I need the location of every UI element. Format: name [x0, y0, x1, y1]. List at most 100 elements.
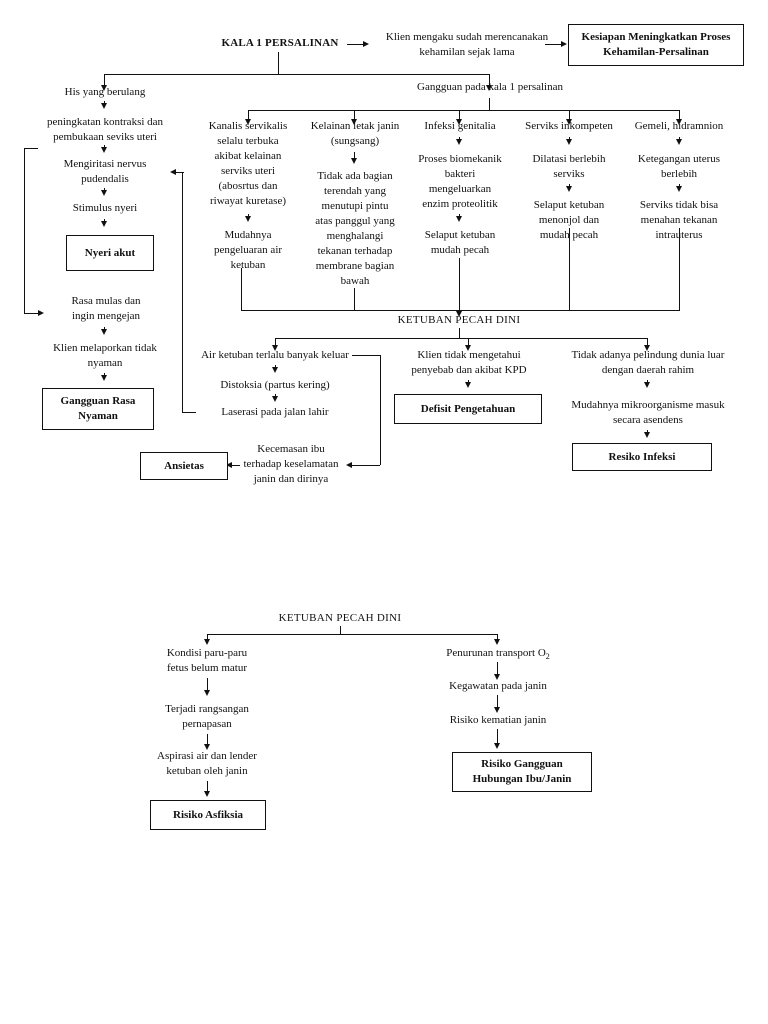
connector-drop-gemeli	[679, 110, 680, 120]
node-mengiritasi-nervus: Mengiritasi nervus pudendalis	[63, 158, 147, 185]
connector-infeksi-to-proses	[459, 137, 460, 141]
diagnosis-resiko-infeksi: Resiko Infeksi	[572, 443, 712, 471]
arrowhead-drop-kanalis	[245, 119, 251, 125]
node-kelainan-letak-janin: Kelainan letak janin (sungsang)	[310, 120, 400, 147]
node-terjadi-rangsangan-pernapasan: Terjadi rangsangan pernapasan	[165, 703, 249, 730]
connector-hook-bottom-air	[352, 465, 380, 466]
connector-mikroorganisme-to-resiko-infeksi	[647, 430, 648, 434]
arrowhead-kondisi-to-rangsangan	[204, 690, 210, 696]
connector-lower-drop-right	[497, 634, 498, 640]
arrowhead-kegawatan-to-risiko-kematian	[494, 707, 500, 713]
connector-peningkatan-to-mengiritasi	[104, 145, 105, 150]
arrowhead-drop-serviks	[566, 119, 572, 125]
node-kondisi-paru-paru: Kondisi paru-paru fetus belum matur	[166, 647, 248, 674]
arrowhead-kpd-drop-pelindung	[644, 345, 650, 351]
connector-mengiritasi-to-stimulus	[104, 188, 105, 193]
node-his-yang-berulang: His yang berulang	[64, 86, 146, 98]
connector-distoksia-to-laserasi	[275, 394, 276, 398]
connector-kelainan-to-tidakada	[354, 152, 355, 160]
connector-his-to-peningkatan	[104, 101, 105, 106]
arrowhead-aspirasi-to-asfiksia	[204, 791, 210, 797]
node-kanalis-servikalis: Kanalis servikalis selalu terbuka akibat…	[208, 120, 288, 207]
connector-stimulus-to-nyeri-akut	[104, 219, 105, 223]
arrow-infeksi-to-proses	[456, 139, 462, 145]
node-serviks-inkompeten: Serviks inkompeten	[525, 120, 613, 132]
arrowhead-bus-to-his	[101, 85, 107, 91]
node-stimulus-nyeri: Stimulus nyeri	[72, 202, 138, 214]
connector-rangsangan-to-aspirasi	[207, 734, 208, 746]
connector-drop-infeksi	[459, 110, 460, 120]
arrow-mikroorganisme-to-resiko-infeksi	[644, 432, 650, 438]
arrowhead-bus-to-gangguan	[486, 85, 492, 91]
node-dilatasi-berlebih-serviks: Dilatasi berlebih serviks	[532, 153, 606, 180]
node-tidak-ada-bagian-terendah: Tidak ada bagian terendah yang menutupi …	[315, 170, 395, 287]
diagnosis-risiko-asfiksia: Risiko Asfiksia	[150, 800, 266, 830]
connector-top-bus	[104, 74, 489, 75]
connector-converge-col5	[679, 228, 680, 310]
connector-risiko-kematian-to-dx	[497, 729, 498, 745]
arrowhead-bracket-to-rasa-mulas	[38, 310, 44, 316]
node-ketuban-pecah-dini-lower: KETUBAN PECAH DINI	[278, 612, 402, 624]
connector-laserasi-to-mengiritasi	[176, 172, 184, 173]
diagnosis-nyeri-akut: Nyeri akut	[66, 235, 154, 271]
node-ketegangan-uterus-berlebih: Ketegangan uterus berlebih	[637, 153, 721, 180]
node-klien-mengaku-merencanakan: Klien mengaku sudah merencanakan kehamil…	[385, 31, 549, 58]
arrowhead-drop-infeksi	[456, 119, 462, 125]
connector-kpd-drop-klien	[468, 338, 469, 346]
arrowhead-lower-drop-left	[204, 639, 210, 645]
arrowhead-kecemasan-to-ansietas	[226, 462, 232, 468]
arrowhead-converge-to-kpd	[456, 311, 462, 317]
diagnosis-ansietas: Ansietas	[140, 452, 228, 480]
connector-bracket-bottom-peningkatan	[24, 313, 40, 314]
node-penurunan-transport-o2: Penurunan transport O2	[446, 647, 550, 662]
connector-bracket-left-peningkatan	[24, 148, 25, 313]
diagnosis-kesiapan-meningkatkan-proses: Kesiapan Meningkatkan Proses Kehamilan-P…	[568, 24, 744, 66]
arrowhead-penurunan-to-kegawatan	[494, 674, 500, 680]
node-kegawatan-pada-janin: Kegawatan pada janin	[449, 680, 547, 692]
arrowhead-hook-to-kecemasan	[346, 462, 352, 468]
connector-hook-top-air	[352, 355, 380, 356]
arrow-gemeli-to-ketegangan	[676, 139, 682, 145]
arrowhead-root-to-assessment	[363, 41, 369, 47]
diagnosis-risiko-gangguan-hubungan: Risiko Gangguan Hubungan Ibu/Janin	[452, 752, 592, 792]
node-infeksi-genitalia: Infeksi genitalia	[424, 120, 496, 132]
connector-lower-drop-left	[207, 634, 208, 640]
node-proses-biomekanik-bakteri: Proses biomekanik bakteri mengeluarkan e…	[418, 153, 502, 210]
arrow-stimulus-to-nyeri-akut	[101, 221, 107, 227]
arrow-mengiritasi-to-stimulus	[101, 190, 107, 196]
connector-lower-stem	[340, 626, 341, 634]
node-ketuban-pecah-dini-upper: KETUBAN PECAH DINI	[397, 314, 521, 326]
connector-serviks-to-dilatasi	[569, 137, 570, 141]
node-mudahnya-mikroorganisme: Mudahnya mikroorganisme masuk secara ase…	[571, 399, 725, 426]
arrow-peningkatan-to-mengiritasi	[101, 147, 107, 153]
node-klien-tidak-mengetahui: Klien tidak mengetahui penyebab dan akib…	[411, 349, 527, 376]
connector-gemeli-to-ketegangan	[679, 137, 680, 141]
connector-drop-serviks	[569, 110, 570, 120]
arrowhead-laserasi-to-mengiritasi	[170, 169, 176, 175]
connector-bus-to-his	[104, 74, 105, 86]
connector-kondisi-to-rangsangan	[207, 678, 208, 692]
node-kecemasan-ibu: Kecemasan ibu terhadap keselamatan janin…	[243, 443, 339, 485]
connector-bracket-top-peningkatan	[24, 148, 38, 149]
arrow-kanalis-to-mudahnya	[245, 216, 251, 222]
connector-assessment-to-dx-top	[545, 44, 565, 45]
connector-kpd-drop-pelindung	[647, 338, 648, 346]
arrowhead-risiko-kematian-to-dx	[494, 743, 500, 749]
node-klien-melaporkan-tidak-nyaman: Klien melaporkan tidak nyaman	[53, 342, 157, 369]
node-kala-1-persalinan: KALA 1 PERSALINAN	[221, 37, 339, 49]
node-tidak-adanya-pelindung: Tidak adanya pelindung dunia luar dengan…	[571, 349, 725, 376]
node-aspirasi-air-dan-lender: Aspirasi air dan lender ketuban oleh jan…	[157, 750, 257, 777]
connector-laserasi-left	[182, 412, 196, 413]
connector-laserasi-up	[182, 172, 183, 412]
connector-kecemasan-to-ansietas	[228, 465, 240, 466]
connector-melaporkan-to-gangguan-rasa	[104, 373, 105, 377]
arrow-his-to-peningkatan	[101, 103, 107, 109]
node-air-ketuban-terlalu-banyak: Air ketuban terlalu banyak keluar	[201, 349, 349, 361]
connector-converge-bus	[241, 310, 680, 311]
arrow-serviks-to-dilatasi	[566, 139, 572, 145]
node-laserasi-pada-jalan-lahir: Laserasi pada jalan lahir	[221, 406, 329, 418]
connector-drop-kanalis	[248, 110, 249, 120]
connector-air-to-distoksia	[275, 365, 276, 369]
node-risiko-kematian-janin: Risiko kematian janin	[449, 714, 547, 726]
